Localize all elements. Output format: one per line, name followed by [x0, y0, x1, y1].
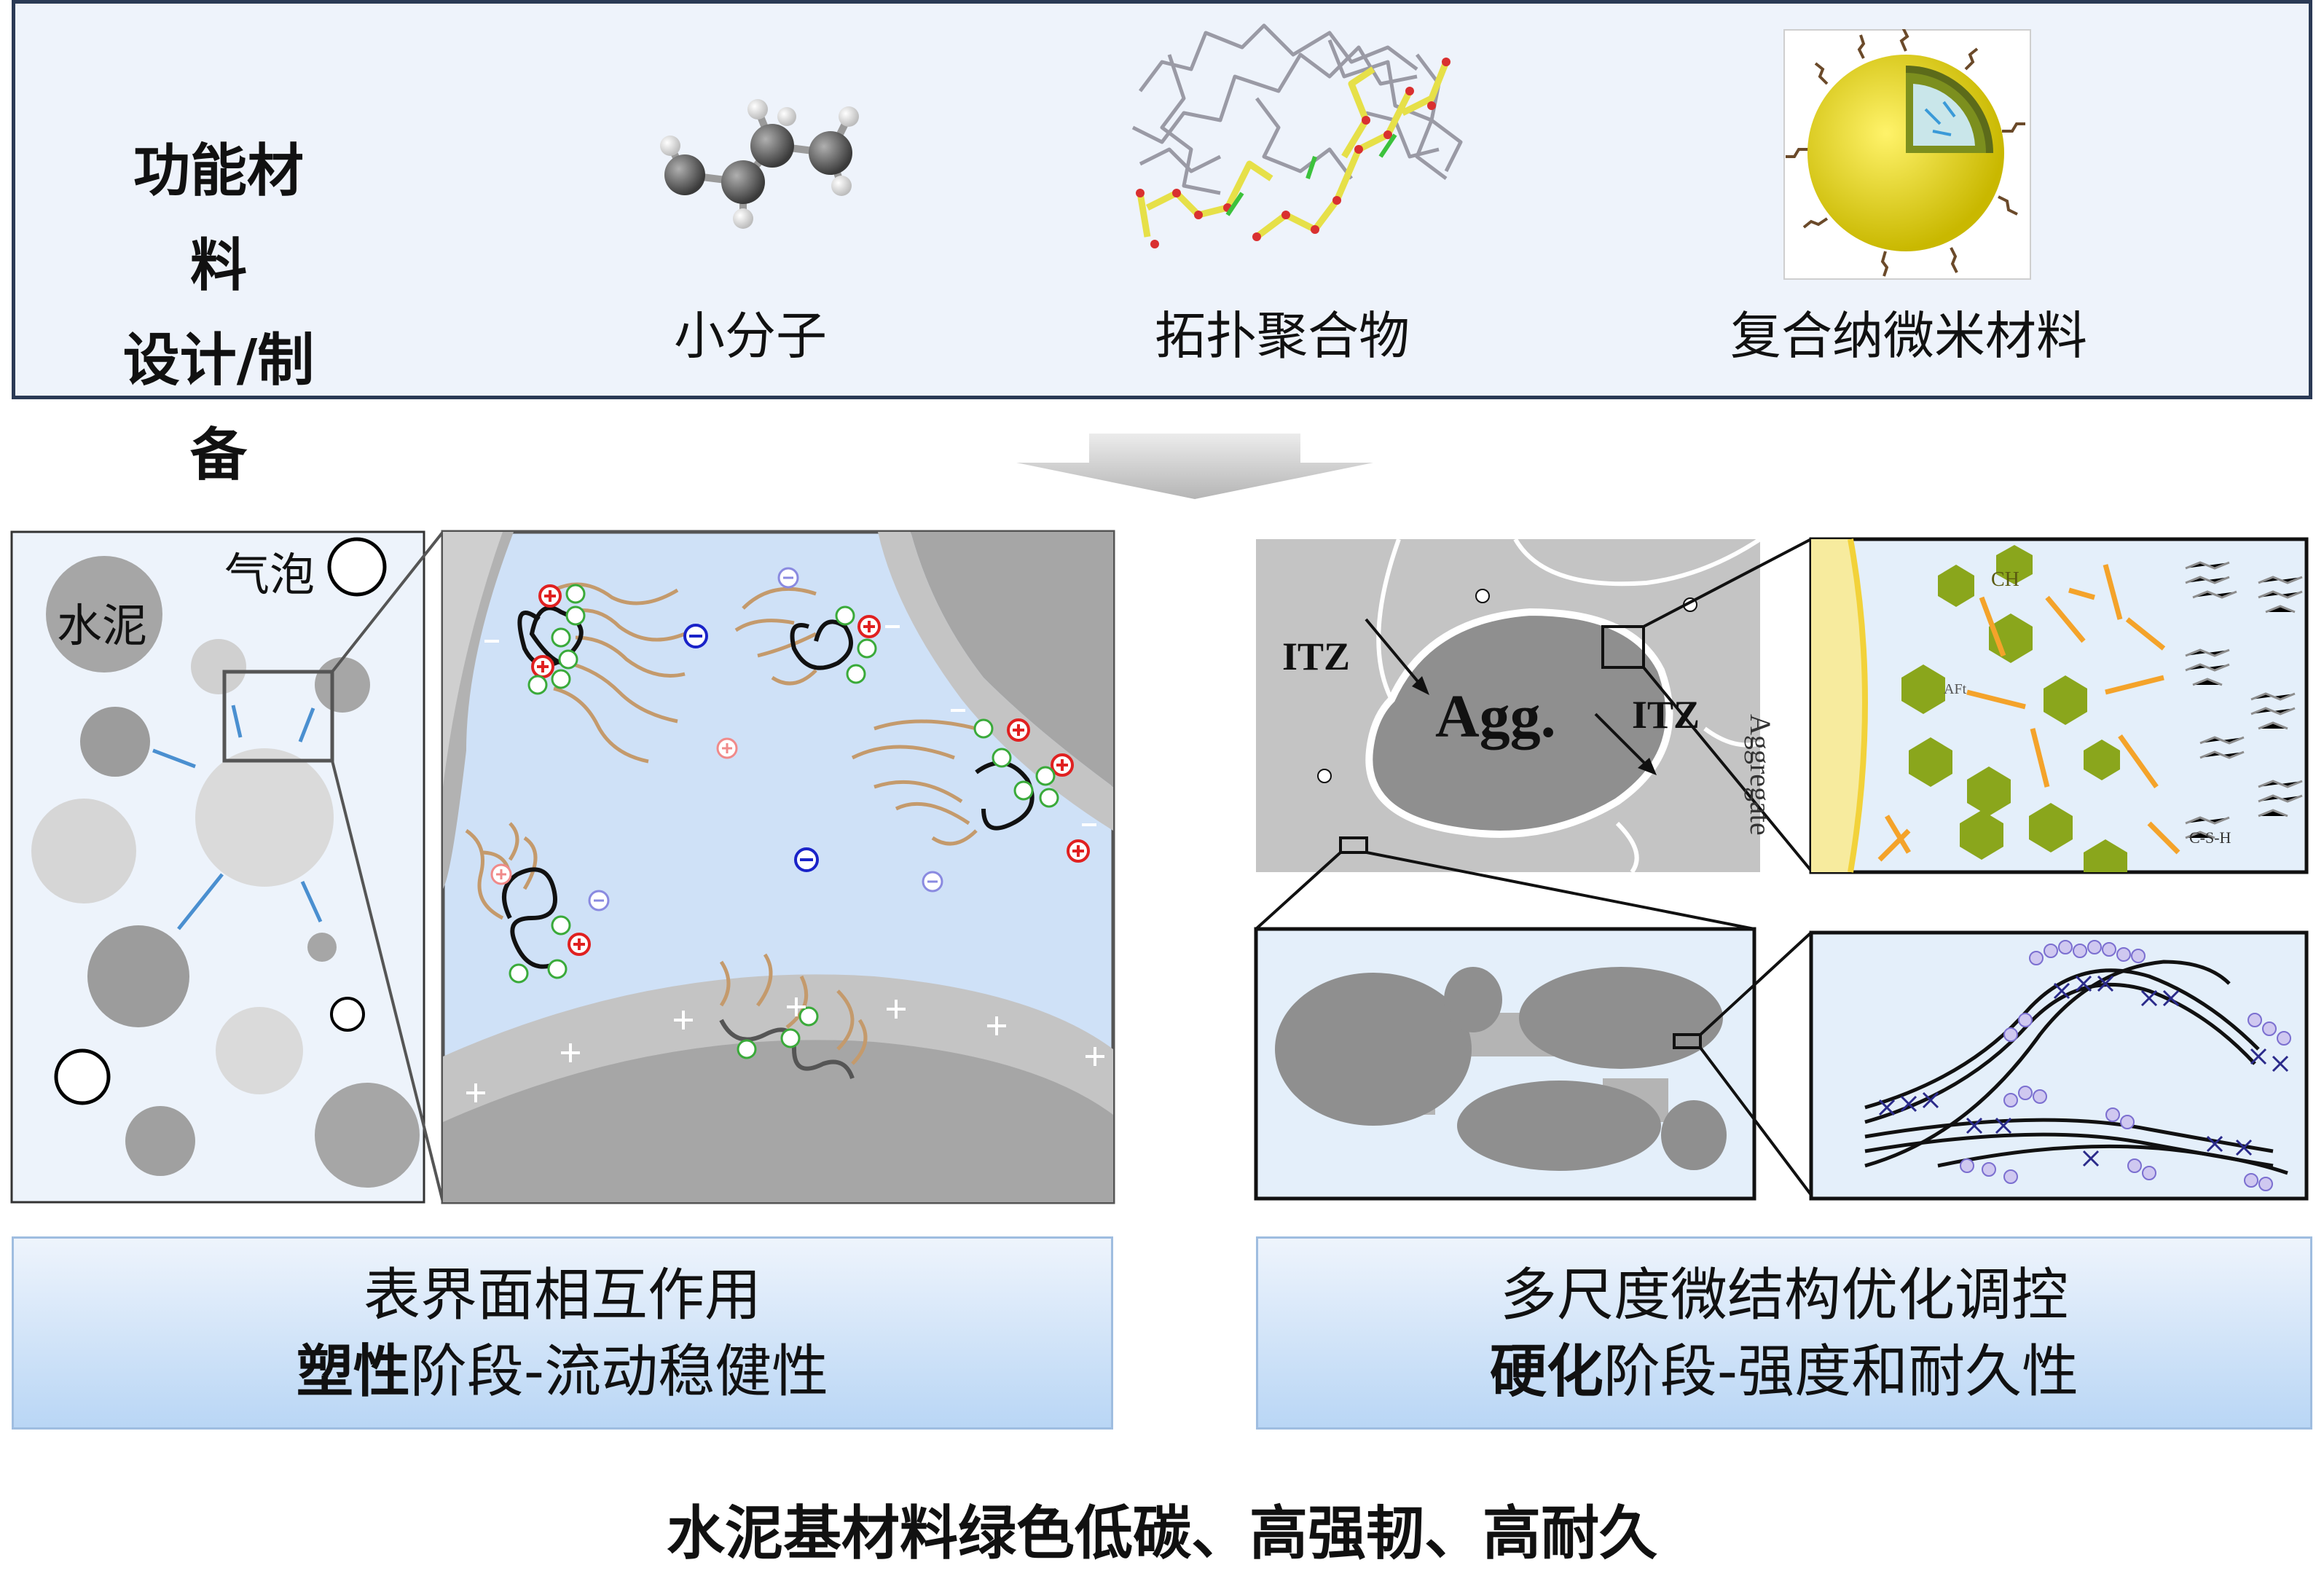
hardened-stage-box: 多尺度微结构优化调控 硬化阶段-强度和耐久性	[1256, 1236, 2312, 1430]
hardened-stage-rest: 阶段-强度和耐久性	[1603, 1339, 2079, 1405]
plastic-stage-subtitle: 塑性阶段-流动稳健性	[14, 1332, 1111, 1412]
category-topological-polymer: 拓扑聚合物	[1155, 306, 1410, 366]
core-shell-nanoparticle-icon	[1786, 29, 2025, 277]
design-title: 功能材料 设计/制备	[109, 124, 328, 503]
plastic-stage-box: 表界面相互作用 塑性阶段-流动稳健性	[12, 1236, 1113, 1430]
itz-label-2: ITZ	[1632, 693, 1700, 737]
itz-label-1: ITZ	[1282, 635, 1351, 678]
aft-label: AFt	[1944, 681, 1967, 697]
hardened-stage-emphasis: 硬化	[1489, 1339, 1603, 1405]
hardened-stage-schematic	[1254, 537, 2309, 1201]
hardened-stage-title: 多尺度微结构优化调控	[1499, 1263, 2068, 1328]
plastic-stage-title: 表界面相互作用	[363, 1263, 761, 1328]
footer-conclusion: 水泥基材料绿色低碳、高强韧、高耐久	[667, 1499, 1657, 1567]
aggregate-label: Aggregate	[1744, 714, 1777, 836]
csh-label: C-S-H	[2189, 828, 2231, 847]
hardened-stage-subtitle: 硬化阶段-强度和耐久性	[1258, 1332, 2310, 1412]
topological-polymer-icon	[1131, 23, 1463, 248]
down-arrow-icon	[1016, 434, 1373, 499]
category-small-molecule: 小分子	[674, 306, 827, 366]
plastic-stage-emphasis: 塑性	[296, 1339, 410, 1405]
ch-label: CH	[1991, 568, 2019, 591]
design-title-line1: 功能材料	[133, 138, 304, 299]
small-molecule-icon	[660, 99, 859, 229]
plastic-stage-rest: 阶段-流动稳健性	[409, 1339, 829, 1405]
aggregate-abbr-label: Agg.	[1435, 683, 1556, 750]
bubble-label: 气泡	[224, 548, 315, 601]
design-title-line2: 设计/制备	[122, 328, 315, 488]
cement-label: 水泥	[57, 599, 148, 652]
category-composite-nanomaterial: 复合纳微米材料	[1730, 306, 2087, 366]
plastic-stage-schematic	[10, 530, 1115, 1204]
